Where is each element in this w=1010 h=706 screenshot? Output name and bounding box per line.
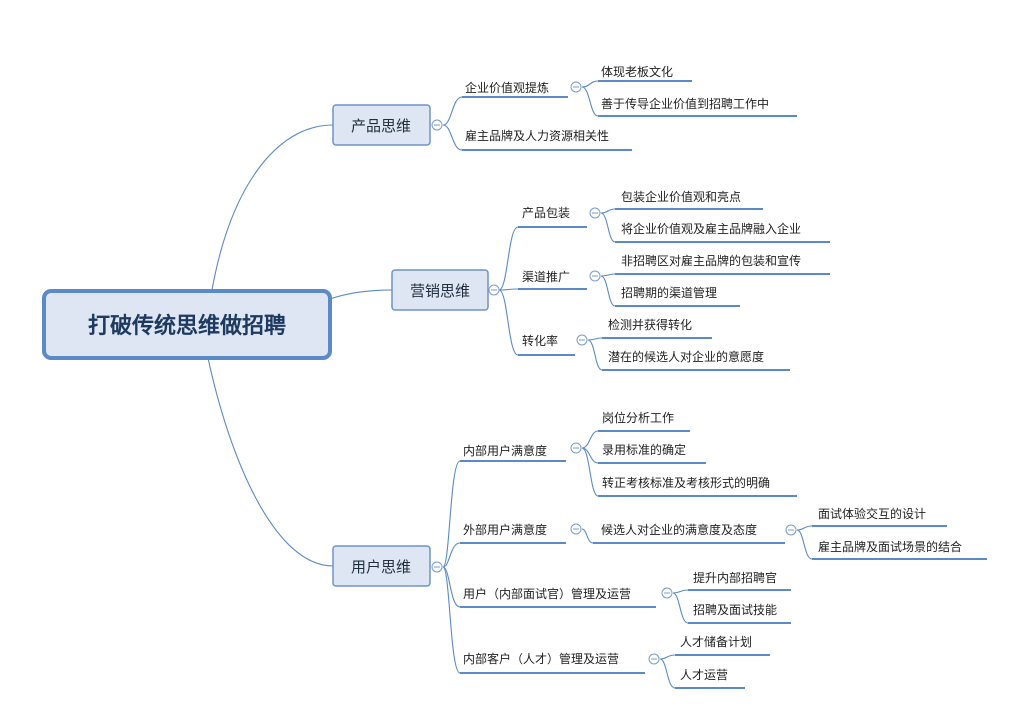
topic-label[interactable]: 外部用户满意度 <box>463 522 547 537</box>
connector <box>600 273 616 277</box>
connector <box>442 460 461 568</box>
collapse-toggles <box>431 81 797 665</box>
topic-label[interactable]: 非招聘区对雇主品牌的包装和宣传 <box>621 253 801 268</box>
topic-label[interactable]: 人才运营 <box>680 668 728 682</box>
branch-topic-user[interactable]: 用户思维 <box>332 545 431 587</box>
topic-label[interactable]: 善于传导企业价值到招聘工作中 <box>601 96 769 111</box>
collapse-toggle-icon[interactable] <box>785 524 797 536</box>
connector <box>498 289 519 356</box>
topic-label[interactable]: 录用标准的确定 <box>602 442 686 457</box>
collapse-toggle-icon[interactable] <box>570 81 582 93</box>
collapse-toggle-icon[interactable] <box>589 207 601 219</box>
collapse-toggle-icon[interactable] <box>431 119 443 131</box>
connector <box>672 592 689 624</box>
topic-label[interactable]: 提升内部招聘官 <box>693 570 777 585</box>
topic-label[interactable]: 招聘期的渠道管理 <box>621 285 717 300</box>
branch-label: 产品思维 <box>351 117 411 135</box>
connector <box>442 96 463 126</box>
topic-label[interactable]: 候选人对企业的满意度及态度 <box>601 522 757 537</box>
connector <box>498 288 519 291</box>
connector <box>581 528 594 544</box>
connector <box>329 289 393 300</box>
connector <box>581 447 599 497</box>
connectors <box>207 80 813 689</box>
connector <box>442 542 461 568</box>
connector <box>442 124 463 151</box>
topic-label[interactable]: 招聘及面试技能 <box>693 602 777 617</box>
underlines <box>460 80 987 689</box>
topic-label[interactable]: 将企业价值观及雇主品牌融入企业 <box>621 221 801 236</box>
connector <box>581 80 599 88</box>
collapse-toggle-icon[interactable] <box>431 561 443 573</box>
topic-label[interactable]: 潜在的候选人对企业的意愿度 <box>608 349 764 364</box>
topic-label[interactable]: 渠道推广 <box>522 270 570 284</box>
branch-topic-product[interactable]: 产品思维 <box>332 104 431 146</box>
connector <box>442 566 461 674</box>
connector <box>581 430 599 449</box>
connector <box>796 525 813 531</box>
connector <box>207 357 334 567</box>
topic-label[interactable]: 用户（内部面试官）管理及运营 <box>463 586 631 601</box>
connector <box>672 589 689 594</box>
branch-topic-marketing[interactable]: 营销思维 <box>391 269 489 311</box>
topic-label[interactable]: 内部客户（人才）管理及运营 <box>463 651 619 666</box>
branch-label: 营销思维 <box>410 282 470 300</box>
connector <box>659 658 676 689</box>
root-topic-label: 打破传统思维做招聘 <box>88 313 286 339</box>
connector <box>498 226 519 291</box>
collapse-toggle-icon[interactable] <box>661 587 673 599</box>
root-topic[interactable]: 打破传统思维做招聘 <box>42 289 332 360</box>
topic-label[interactable]: 雇主品牌及人力资源相关性 <box>465 128 609 143</box>
connector <box>587 339 603 371</box>
topic-label[interactable]: 转化率 <box>522 333 558 348</box>
connector <box>600 275 616 307</box>
collapse-toggle-icon[interactable] <box>648 653 660 665</box>
topic-label[interactable]: 检测并获得转化 <box>608 317 692 332</box>
collapse-toggle-icon[interactable] <box>488 284 500 296</box>
topic-label[interactable]: 雇主品牌及面试场景的结合 <box>818 539 962 554</box>
connector <box>600 212 616 243</box>
topic-label[interactable]: 转正考核标准及考核形式的明确 <box>602 475 770 490</box>
connector <box>581 86 599 117</box>
topic-label[interactable]: 体现老板文化 <box>601 64 673 79</box>
topic-label[interactable]: 产品包装 <box>522 206 570 220</box>
topic-label[interactable]: 内部用户满意度 <box>463 443 547 458</box>
topic-label[interactable]: 面试体验交互的设计 <box>818 506 926 521</box>
collapse-toggle-icon[interactable] <box>589 270 601 282</box>
connector <box>600 208 616 214</box>
collapse-toggle-icon[interactable] <box>570 442 582 454</box>
topic-label[interactable]: 人才储备计划 <box>680 634 752 649</box>
connector <box>659 654 676 660</box>
collapse-toggle-icon[interactable] <box>570 523 582 535</box>
connector <box>587 337 603 341</box>
collapse-toggle-icon[interactable] <box>576 334 588 346</box>
topic-label[interactable]: 岗位分析工作 <box>602 410 674 425</box>
connector <box>211 124 334 291</box>
branch-label: 用户思维 <box>351 558 411 576</box>
topic-label[interactable]: 企业价值观提炼 <box>465 80 549 95</box>
topic-label[interactable]: 包装企业价值观和亮点 <box>621 189 741 204</box>
connector <box>796 529 813 560</box>
